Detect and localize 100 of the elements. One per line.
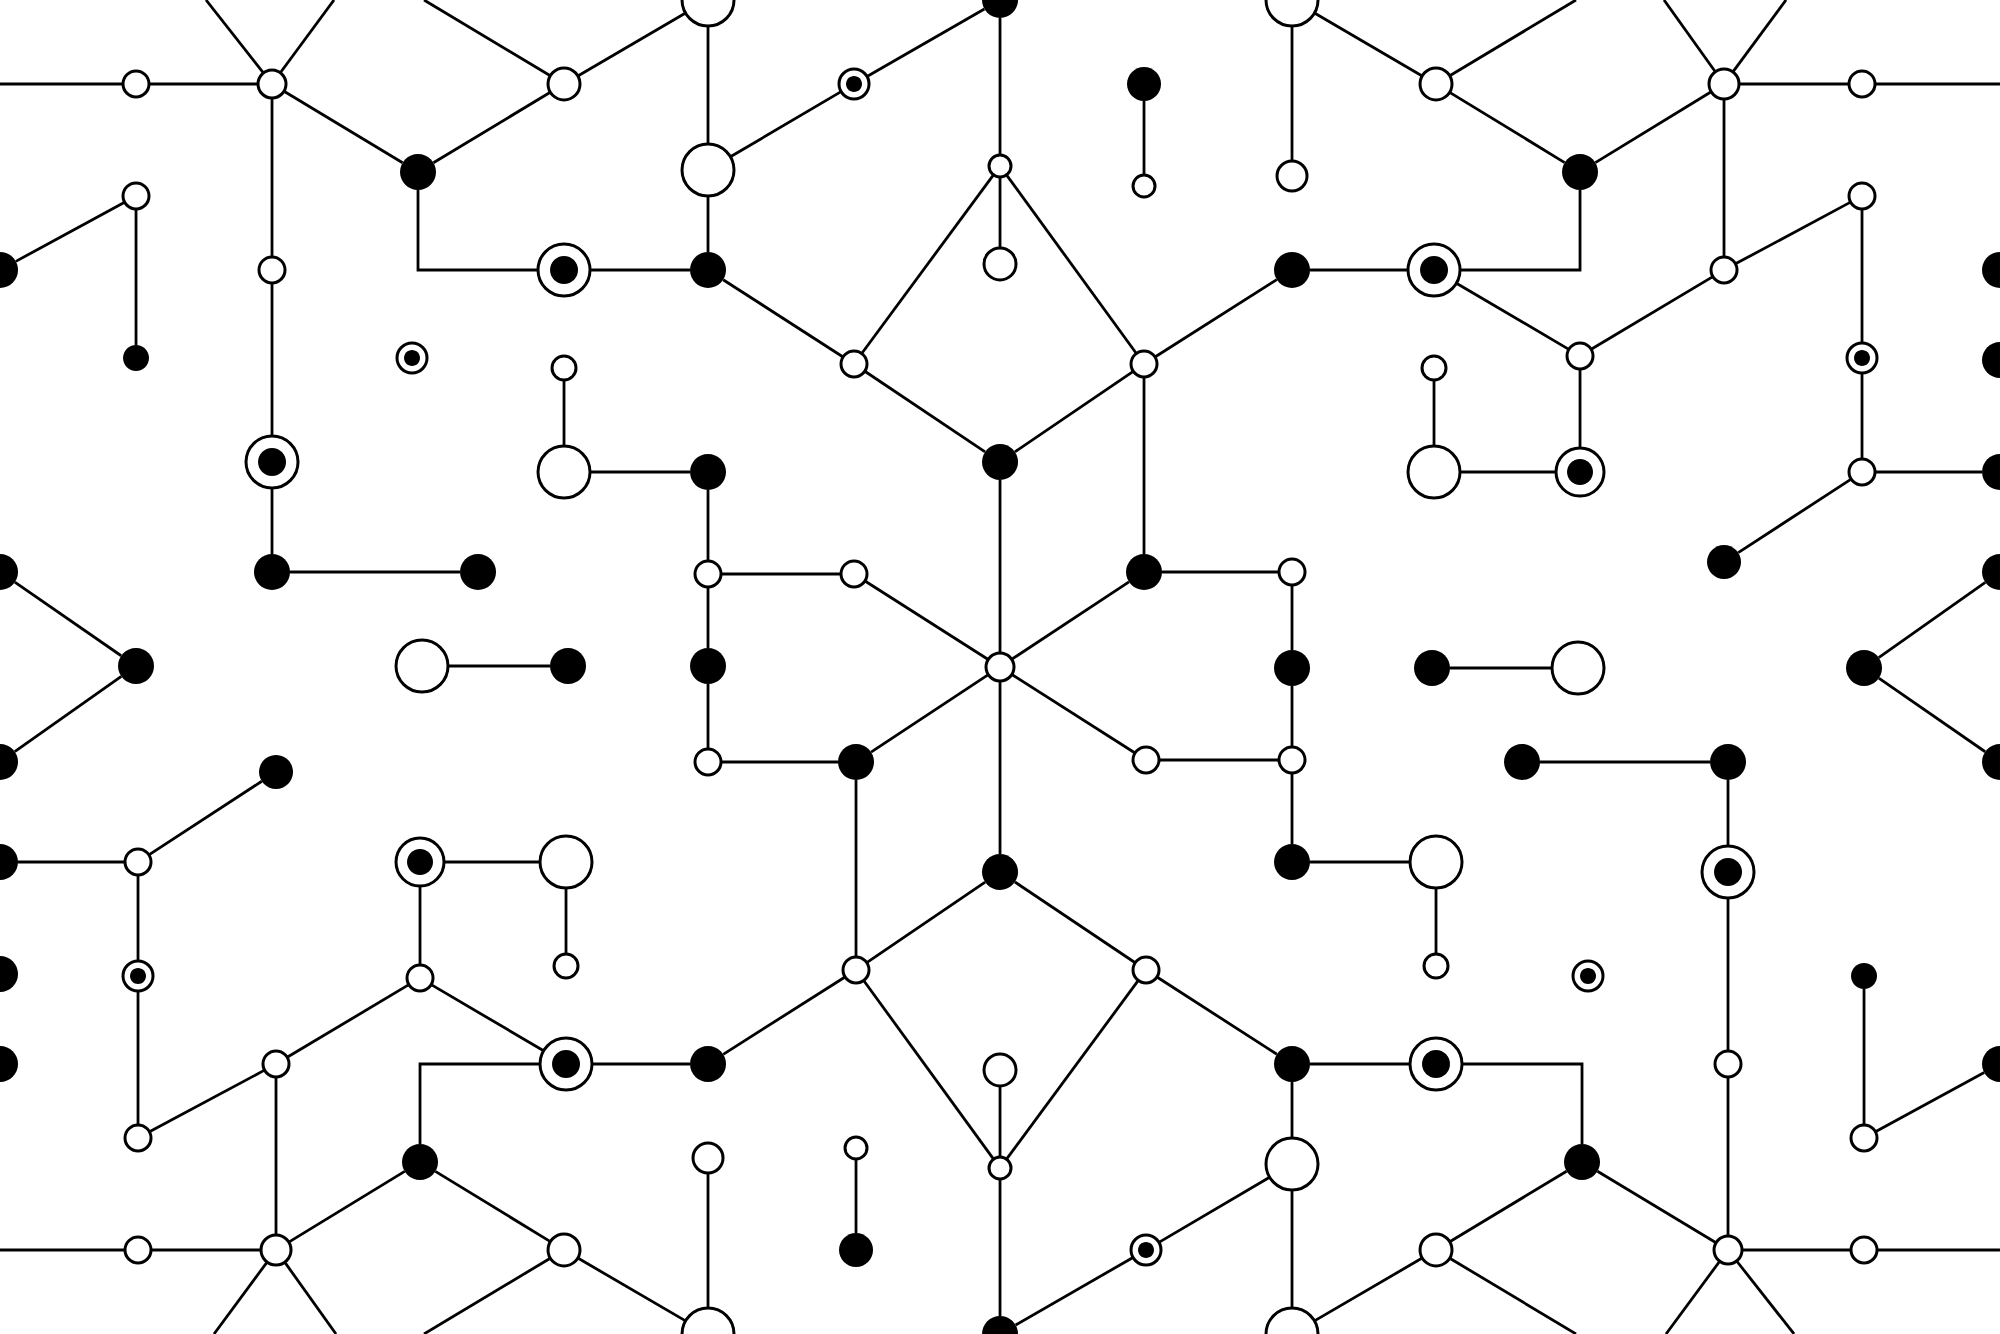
connector-line: [288, 1170, 406, 1244]
hollow-circle: [121, 181, 151, 211]
hollow-circle: [841, 955, 871, 985]
connector-line: [1734, 200, 1852, 266]
connector-line: [721, 572, 841, 576]
connector-line: [148, 1068, 266, 1134]
connector-line: [418, 1062, 540, 1144]
connector-line: [274, 1077, 278, 1235]
hollow-circle: [693, 559, 723, 589]
hollow-circle: [1408, 834, 1464, 890]
connector-line: [1722, 99, 1726, 257]
solid-dot: [1564, 1144, 1600, 1180]
solid-dot: [402, 1144, 438, 1180]
connector-line: [1875, 470, 1982, 474]
hollow-circle: [261, 1049, 291, 1079]
connector-line: [1735, 1260, 1796, 1334]
connector-line: [14, 581, 122, 657]
ringed-dot: [1571, 959, 1605, 993]
hollow-circle: [1264, 1136, 1320, 1192]
connector-line: [1450, 666, 1552, 670]
connector-line: [1290, 1190, 1294, 1308]
hollow-circle: [546, 66, 582, 102]
solid-dot: [690, 1046, 726, 1082]
connector-line: [1460, 190, 1582, 272]
ringed-dot: [1700, 844, 1756, 900]
connector-line: [1005, 979, 1140, 1160]
connector-line: [283, 1261, 338, 1334]
connector-line: [562, 380, 566, 446]
hollow-circle: [1406, 444, 1462, 500]
solid-dot: [1710, 744, 1746, 780]
connector-line: [1737, 477, 1852, 554]
hollow-circle: [1847, 181, 1877, 211]
connector-line: [1154, 278, 1278, 359]
connector-line: [998, 18, 1002, 155]
connector-line: [430, 983, 545, 1052]
solid-dot: [1274, 1046, 1310, 1082]
connector-line: [423, 0, 551, 77]
solid-dot: [550, 648, 586, 684]
connector-line: [998, 177, 1002, 248]
connector-line: [1877, 1248, 2000, 1252]
connector-line: [1877, 581, 1987, 659]
connector-line: [1313, 11, 1423, 78]
connector-line: [706, 490, 710, 561]
connector-line: [1290, 585, 1294, 650]
connector-line: [592, 1062, 690, 1066]
hollow-circle: [1707, 67, 1741, 101]
connector-line: [1449, 0, 1577, 77]
ringed-dot: [395, 341, 429, 375]
hollow-circle: [1849, 1235, 1879, 1265]
hollow-circle: [121, 69, 151, 99]
solid-dot: [254, 554, 290, 590]
connector-line: [1014, 370, 1135, 453]
connector-line: [729, 90, 842, 158]
solid-dot: [690, 454, 726, 490]
connector-line: [864, 370, 986, 454]
hollow-circle: [843, 1135, 869, 1161]
hollow-circle: [1847, 457, 1877, 487]
hollow-circle: [1420, 354, 1448, 382]
solid-dot: [1504, 744, 1540, 780]
connector-line: [722, 975, 846, 1056]
connector-line: [870, 673, 990, 754]
connector-line: [136, 991, 140, 1125]
connector-line: [1739, 82, 1849, 86]
ringed-dot: [244, 434, 300, 490]
connector-line: [1310, 860, 1410, 864]
solid-dot: [1274, 252, 1310, 288]
ringed-dot: [1845, 341, 1879, 375]
solid-dot: [1126, 554, 1162, 590]
hollow-circle: [405, 963, 435, 993]
hollow-circle: [123, 847, 153, 877]
hollow-circle: [982, 1052, 1018, 1088]
hollow-circle: [987, 153, 1013, 179]
connector-line: [416, 190, 538, 272]
hollow-circle: [984, 651, 1016, 683]
solid-dot: [1562, 154, 1598, 190]
connector-line: [1142, 101, 1146, 175]
connector-line: [998, 480, 1002, 653]
connector-line: [1862, 989, 1866, 1125]
solid-dot: [1846, 650, 1883, 686]
hollow-circle: [1550, 640, 1606, 696]
connector-line: [432, 91, 552, 164]
solid-dot: [839, 1233, 873, 1267]
connector-line: [1596, 1170, 1717, 1244]
solid-dot: [1127, 67, 1161, 101]
hollow-circle: [1277, 557, 1307, 587]
connector-line: [1310, 1062, 1410, 1066]
connector-line: [1726, 780, 1730, 846]
connector-line: [0, 1248, 125, 1252]
hollow-circle: [550, 354, 578, 382]
connector-line: [1462, 1062, 1584, 1144]
connector-line: [1540, 760, 1711, 764]
connector-line: [1664, 1260, 1721, 1334]
connector-line: [1290, 773, 1294, 844]
solid-dot: [690, 252, 726, 288]
hollow-circle: [1131, 955, 1161, 985]
connector-line: [18, 860, 125, 864]
ringed-dot: [1554, 446, 1606, 498]
connector-line: [1590, 275, 1714, 351]
connector-line: [1449, 1170, 1568, 1243]
hollow-circle: [552, 952, 580, 980]
